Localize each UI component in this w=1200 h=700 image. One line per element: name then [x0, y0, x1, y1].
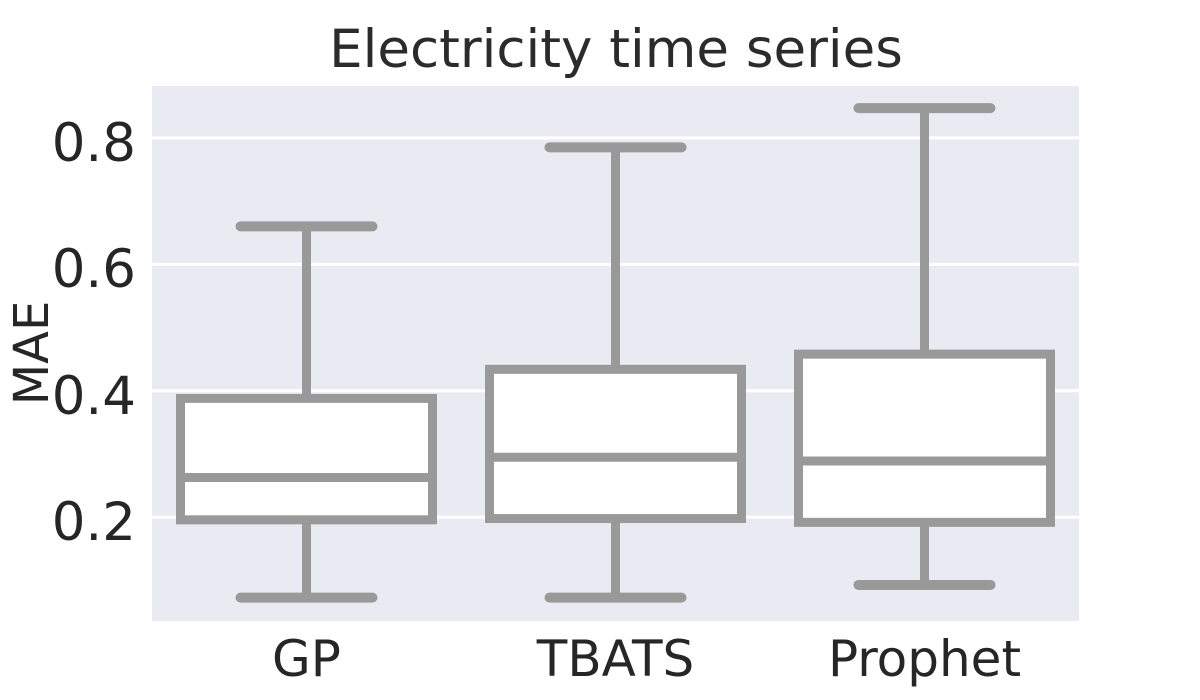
x-tick-label-Prophet: Prophet [827, 630, 1022, 688]
box-Prophet [794, 349, 1055, 527]
y-tick-label-0.4: 0.4 [51, 365, 136, 427]
chart-title: Electricity time series [329, 19, 903, 80]
y-tick-label-0.2: 0.2 [51, 492, 136, 554]
box-GP [176, 393, 437, 525]
x-tick-label-GP: GP [272, 630, 341, 688]
box-TBATS [485, 364, 746, 524]
y-tick-label-0.6: 0.6 [51, 239, 136, 301]
y-tick-label-0.8: 0.8 [51, 112, 136, 174]
x-tick-label-TBATS: TBATS [536, 630, 695, 688]
